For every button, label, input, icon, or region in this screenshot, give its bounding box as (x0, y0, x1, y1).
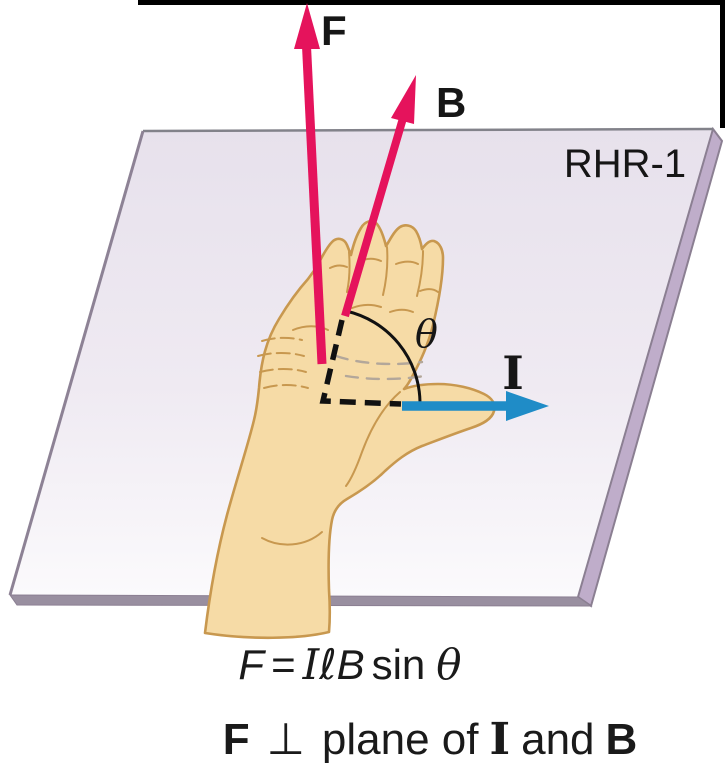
right-hand-illustration (203, 219, 496, 640)
caption-and-text: and (521, 715, 595, 764)
plane-edge-top (142, 127, 714, 133)
plane-label: RHR-1 (564, 142, 686, 186)
equation-field-symbol: B (336, 641, 365, 688)
caption-plane-of-text: plane of (321, 715, 479, 764)
equation-sin-function: sin (371, 641, 426, 688)
perpendicular-symbol: ⊥ (266, 714, 305, 765)
force-arrow (294, 3, 327, 365)
current-label: I (502, 346, 524, 400)
field-label: B (436, 79, 466, 126)
equation-force-symbol: F (238, 641, 265, 688)
field-arrow-shaft (341, 106, 410, 318)
projection-dashed-lines (319, 319, 402, 407)
field-arrowhead (391, 75, 416, 124)
force-arrowhead (294, 3, 320, 49)
force-arrow-shaft (302, 45, 327, 365)
caption-field-symbol: B (605, 715, 638, 764)
perpendicular-caption: F ⊥ plane of I and B (100, 714, 725, 765)
force-equation: F = I ℓ B sin θ (150, 640, 550, 689)
hand-outline-shape (203, 219, 496, 640)
figure-border-top (138, 0, 725, 5)
plane-edge-left (8, 130, 145, 596)
equation-theta-symbol: θ (436, 640, 462, 689)
equation-current-symbol: I (302, 640, 320, 689)
caption-current-symbol: I (489, 714, 511, 765)
equation-length-symbol: ℓ (319, 640, 337, 689)
angle-arc (345, 309, 422, 403)
current-arrow (402, 391, 549, 421)
equation-equals-sign: = (271, 641, 296, 688)
angle-label: θ (415, 312, 438, 356)
field-arrow (341, 75, 416, 318)
current-arrowhead (506, 391, 549, 421)
figure-border-right (720, 0, 725, 128)
caption-force-symbol: F (222, 715, 250, 764)
force-label: F (321, 7, 347, 54)
